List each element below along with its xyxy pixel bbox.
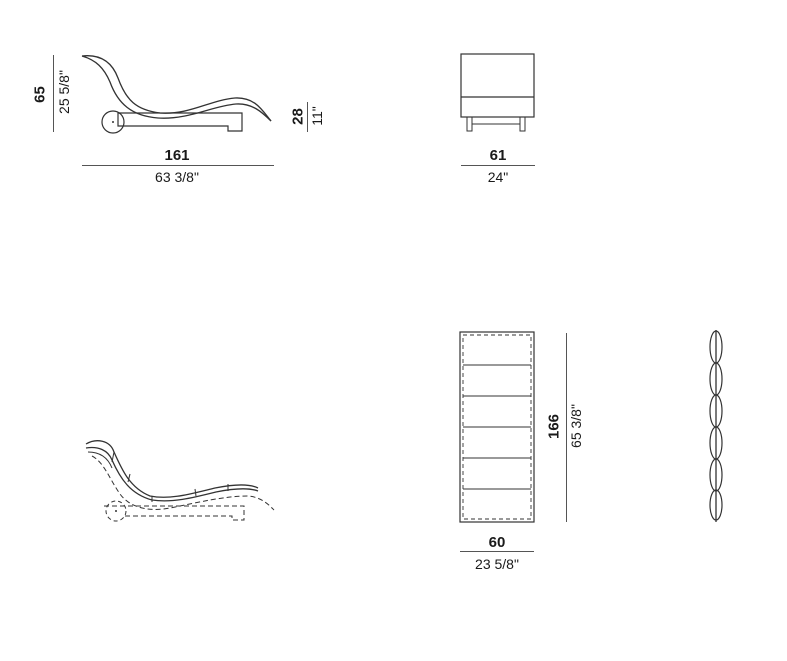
top-width-cm-label: 60 [488,534,506,551]
width-in-label: 63 3/8" [155,169,199,185]
front-width-in-label: 24" [487,169,509,185]
front-width-cm-label: 61 [489,147,507,164]
width-dim-line [82,165,274,166]
top-width-in-label: 23 5/8" [475,556,519,572]
height-dim-line [53,55,54,132]
width-cm-label: 161 [164,147,190,164]
top-width-dim-line [460,551,534,552]
length-dim-line [566,333,567,522]
seat-height-dim-line [307,102,308,132]
front-width-dim-line [461,165,535,166]
